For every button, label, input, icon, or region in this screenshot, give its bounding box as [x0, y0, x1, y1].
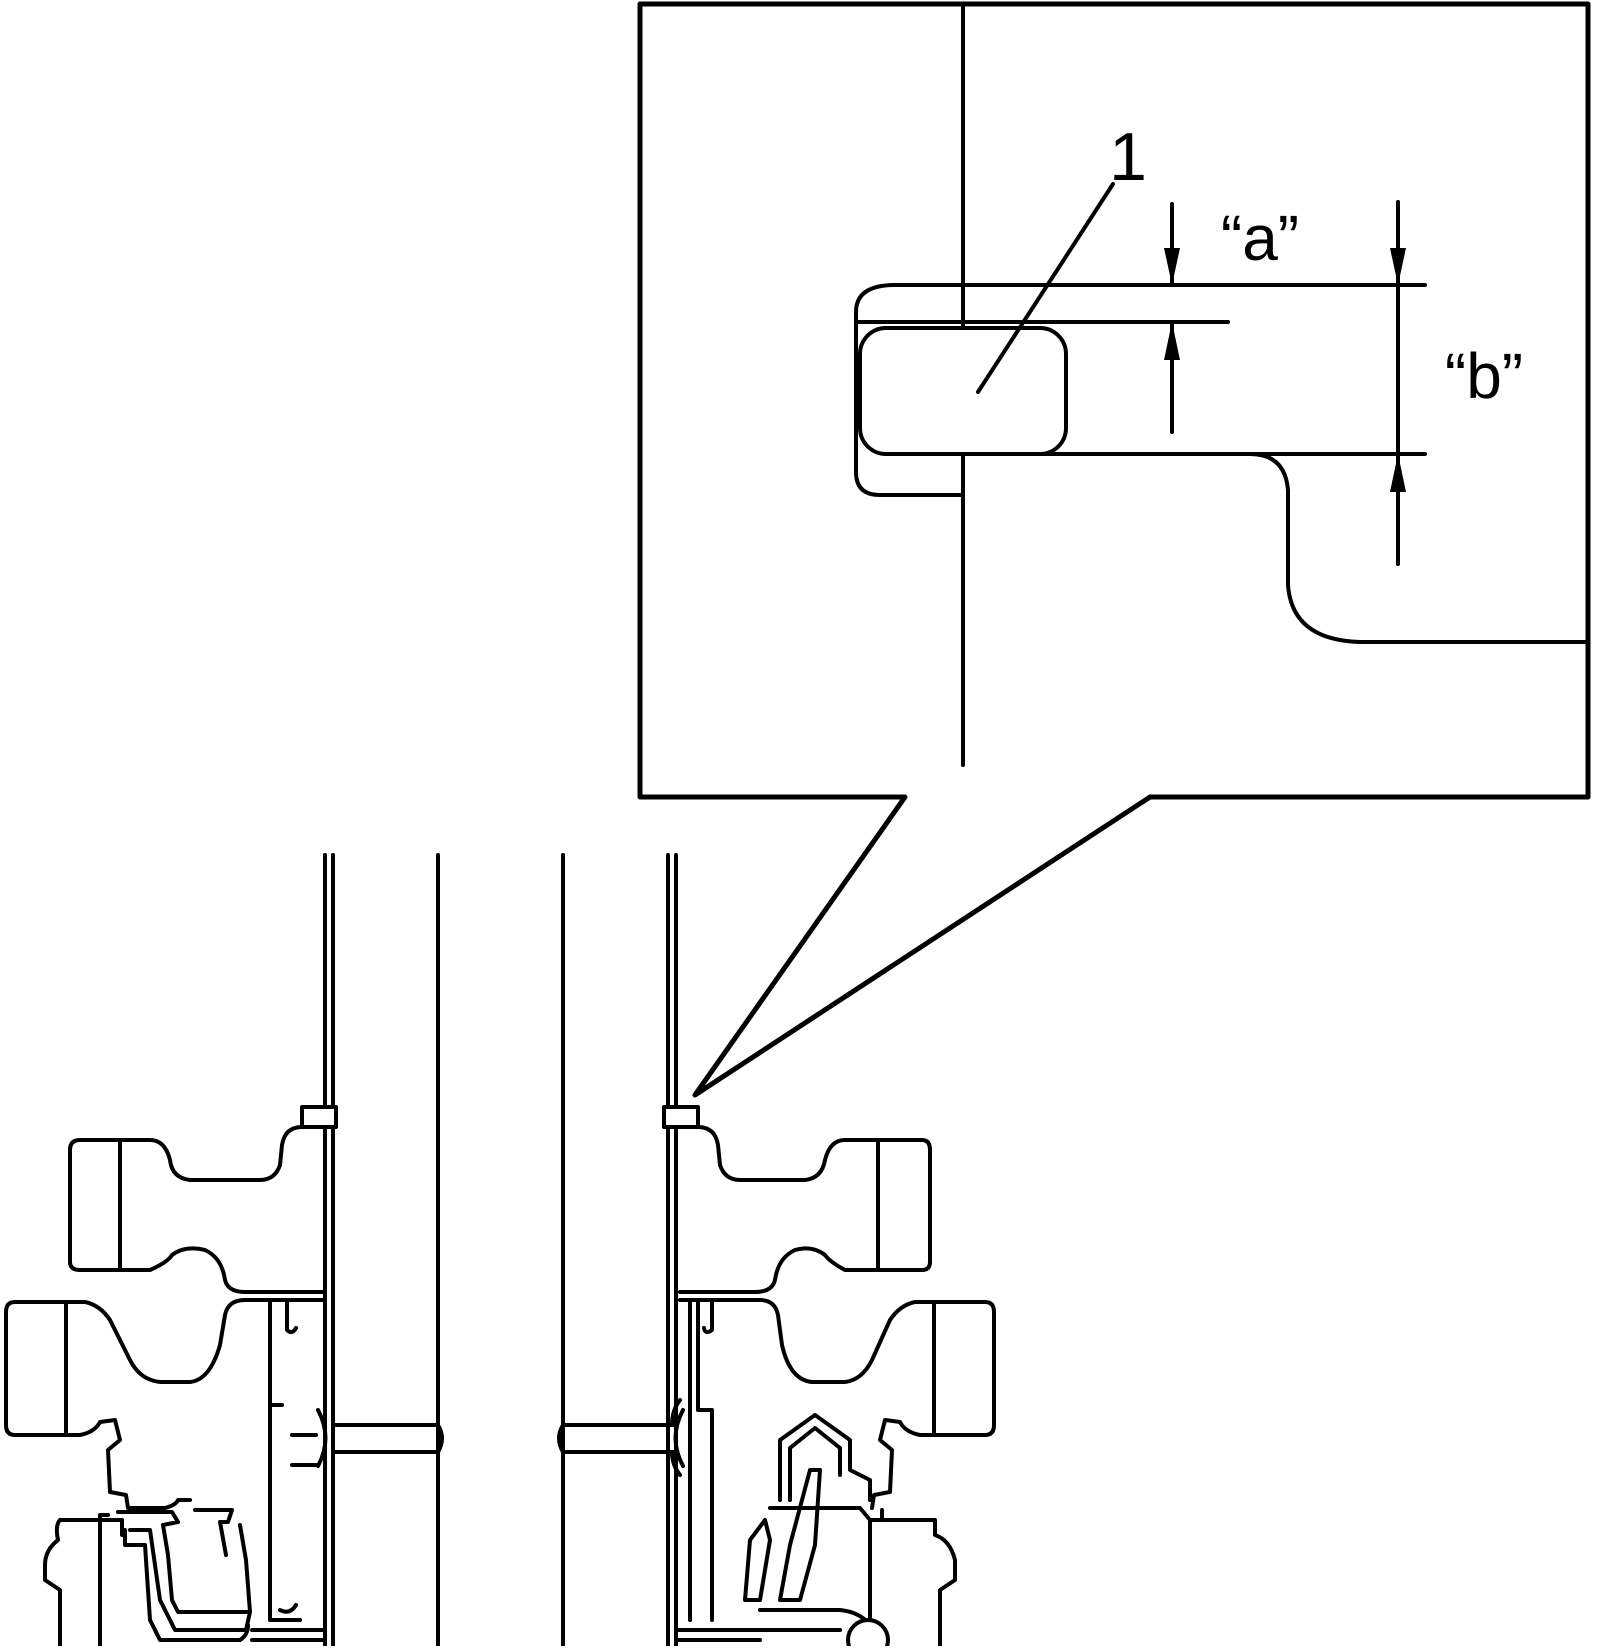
dimension-a: [1164, 202, 1180, 434]
dimension-a-label: “a”: [1221, 202, 1299, 274]
callout-frame: [637, 1, 1591, 1098]
right-upper-lobe: [678, 1125, 932, 1294]
dimension-b: [1390, 200, 1406, 566]
detail-lower-part: [900, 452, 1590, 644]
left-mechanism: [43, 1298, 327, 1648]
vertical-members: [323, 853, 678, 1648]
left-upper-lobe: [68, 1125, 324, 1294]
callout-number-1: 1: [1109, 119, 1147, 195]
detail-plate: [854, 283, 1227, 497]
left-tab: [300, 1105, 338, 1129]
detail-callout: 1 “a” “b”: [637, 1, 1591, 1098]
right-tab: [662, 1105, 700, 1129]
part-1-block: [858, 326, 1068, 456]
axle: [316, 1408, 685, 1468]
right-lower-lobe: [678, 1298, 996, 1510]
right-mechanism: [670, 1298, 957, 1651]
callout-1-leader: [976, 182, 1115, 394]
left-lower-lobe: [4, 1298, 324, 1510]
assembly-view: [4, 853, 996, 1651]
dimension-b-label: “b”: [1445, 340, 1523, 412]
